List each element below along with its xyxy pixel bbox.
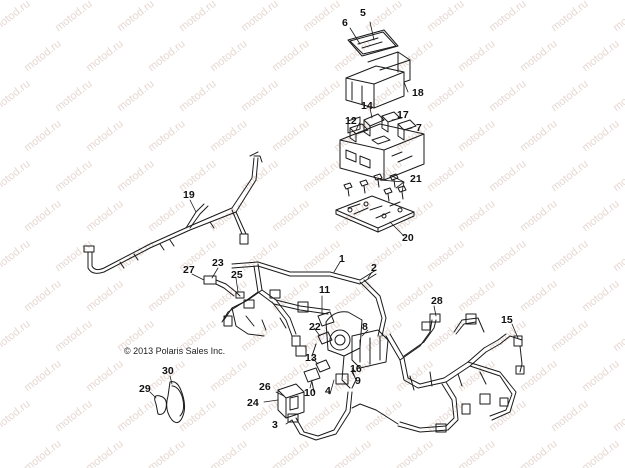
harness-1 [221,261,387,357]
callout-17: 17 [397,109,409,121]
callout-7: 7 [416,122,422,134]
harness-3 [287,391,353,441]
loop-parts-29-30 [154,381,186,424]
callout-4: 4 [325,385,331,397]
callout-11: 11 [319,284,331,296]
leader-lines [149,21,519,425]
callout-26: 26 [259,381,271,393]
callout-5: 5 [360,7,366,19]
small-connectors [303,311,335,393]
callout-25: 25 [231,269,243,281]
callout-27: 27 [183,264,195,276]
callout-15: 15 [501,314,513,326]
screws [343,173,407,202]
callout-14: 14 [361,100,373,112]
harness-right [351,313,525,433]
callout-24: 24 [247,397,259,409]
callout-8: 8 [362,321,368,333]
callout-23: 23 [212,257,224,269]
copyright-notice: © 2013 Polaris Sales Inc. [124,346,226,356]
callout-19: 19 [183,189,195,201]
callout-12: 12 [345,115,357,127]
relay-block-24-26 [277,383,305,419]
callout-18: 18 [412,87,424,99]
callout-9: 9 [355,375,361,387]
callout-28: 28 [431,295,443,307]
callout-21: 21 [410,173,422,185]
callout-10: 10 [304,387,316,399]
harness-19 [83,151,263,274]
callout-16: 16 [350,363,362,375]
callout-30: 30 [162,365,174,377]
callout-29: 29 [139,383,151,395]
control-module-8 [315,311,389,389]
callout-6: 6 [342,17,348,29]
fuse-box-bracket [335,195,415,233]
fuse-box-assembly [339,111,425,181]
fuse-box-lid [345,51,411,109]
callout-3: 3 [272,419,278,431]
callout-2: 2 [371,262,377,274]
callout-22: 22 [309,321,321,333]
fuse-box-cover-plate [347,29,399,57]
callout-1: 1 [339,253,345,265]
callout-20: 20 [402,232,414,244]
callout-13: 13 [305,352,317,364]
